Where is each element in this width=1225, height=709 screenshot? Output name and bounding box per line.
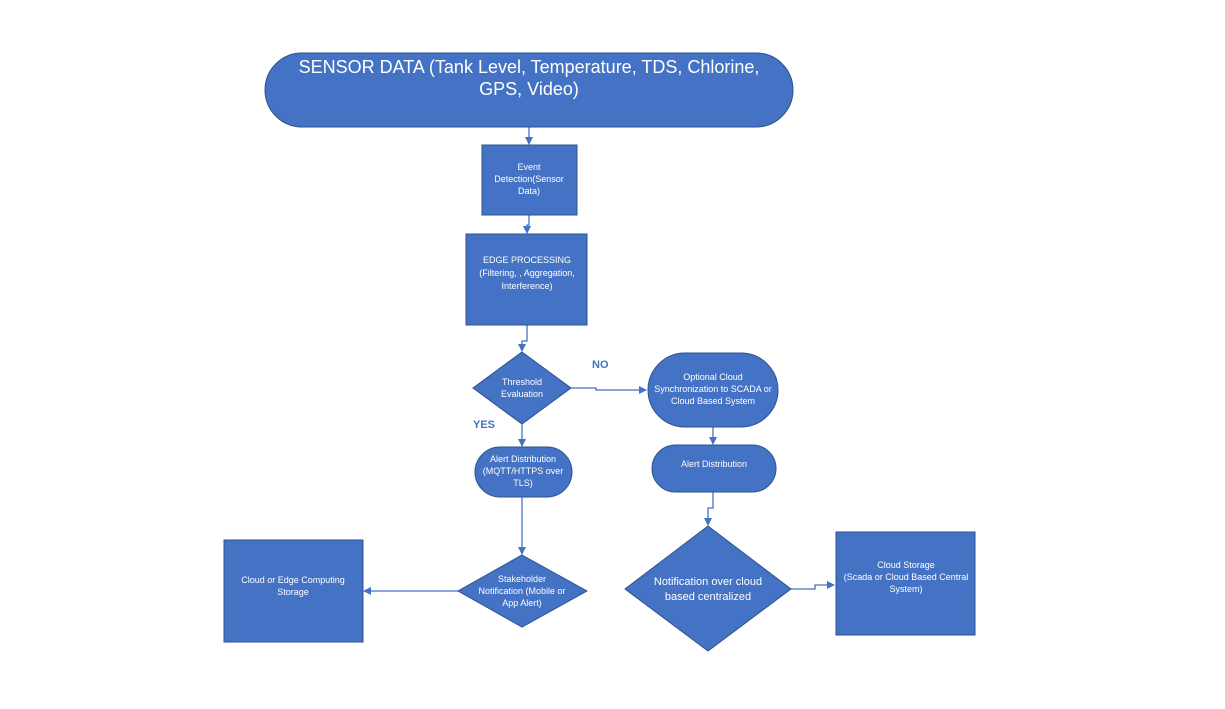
connector-threshold-to-cloudsync xyxy=(571,386,647,394)
label-line: (Filtering, , Aggregation, xyxy=(479,268,575,278)
alert-distribution-left-terminator xyxy=(474,446,573,498)
optional-cloud-sync-terminator xyxy=(647,352,779,428)
stakeholder-notification-decision xyxy=(456,554,589,628)
connector-notification-to-cloudstorage xyxy=(791,581,835,590)
label-line: System) xyxy=(889,584,922,594)
edge-label-no: NO xyxy=(592,359,609,371)
notification-cloud-decision xyxy=(624,525,792,652)
alert-distribution-right-terminator xyxy=(651,444,777,493)
label-line: Evaluation xyxy=(501,389,543,399)
label-line: Synchronization to SCADA or xyxy=(654,384,772,394)
label-line: Stakeholder xyxy=(498,574,546,584)
label-line: Alert Distribution xyxy=(681,459,747,469)
label-line: Threshold xyxy=(502,377,542,387)
label-line: Cloud Storage xyxy=(877,560,935,570)
label-line: EDGE PROCESSING xyxy=(483,255,571,265)
label-line: Notification (Mobile or xyxy=(478,586,565,596)
label-line: Data) xyxy=(518,186,540,196)
label-line: Cloud or Edge Computing xyxy=(241,575,345,585)
alert-distribution-right-label: Alert Distribution xyxy=(681,459,747,469)
connectors xyxy=(363,127,835,595)
cloud-edge-storage-box xyxy=(223,539,364,643)
sensor-data-label: SENSOR DATA (Tank Level, Temperature, TD… xyxy=(299,57,760,99)
label-line: Detection(Sensor xyxy=(494,174,564,184)
edge-processing-label: EDGE PROCESSING (Filtering, , Aggregation… xyxy=(479,255,575,291)
label-line: Notification over cloud xyxy=(654,576,762,588)
label-line: (MQTT/HTTPS over xyxy=(483,466,564,476)
cloud-storage-box xyxy=(835,531,976,636)
edge-label-yes: YES xyxy=(473,419,495,431)
label-line: TLS) xyxy=(513,478,533,488)
threshold-evaluation-decision xyxy=(472,351,572,425)
label-line: Alert Distribution xyxy=(490,454,556,464)
label-line: based centralized xyxy=(665,591,751,603)
label-line: (Scada or Cloud Based Central xyxy=(844,572,969,582)
label-line: Interference) xyxy=(501,281,552,291)
label-line: Cloud Based System xyxy=(671,396,755,406)
event-detection-box xyxy=(481,144,578,216)
label-line: GPS, Video) xyxy=(479,79,579,99)
notification-cloud-label: Notification over cloud based centralized xyxy=(654,576,762,603)
label-line: Event xyxy=(517,162,541,172)
label-line: Storage xyxy=(277,587,309,597)
label-line: SENSOR DATA (Tank Level, Temperature, TD… xyxy=(299,57,760,77)
sensor-data-terminator xyxy=(264,52,794,128)
cloud-storage-label: Cloud Storage (Scada or Cloud Based Centr… xyxy=(844,560,969,594)
label-line: Optional Cloud xyxy=(683,372,743,382)
connector-alert-right-to-notification xyxy=(704,492,714,526)
connector-edge-to-threshold xyxy=(518,325,528,352)
connector-event-to-edge xyxy=(523,215,531,234)
label-line: App Alert) xyxy=(502,598,542,608)
edge-processing-box xyxy=(465,233,588,326)
